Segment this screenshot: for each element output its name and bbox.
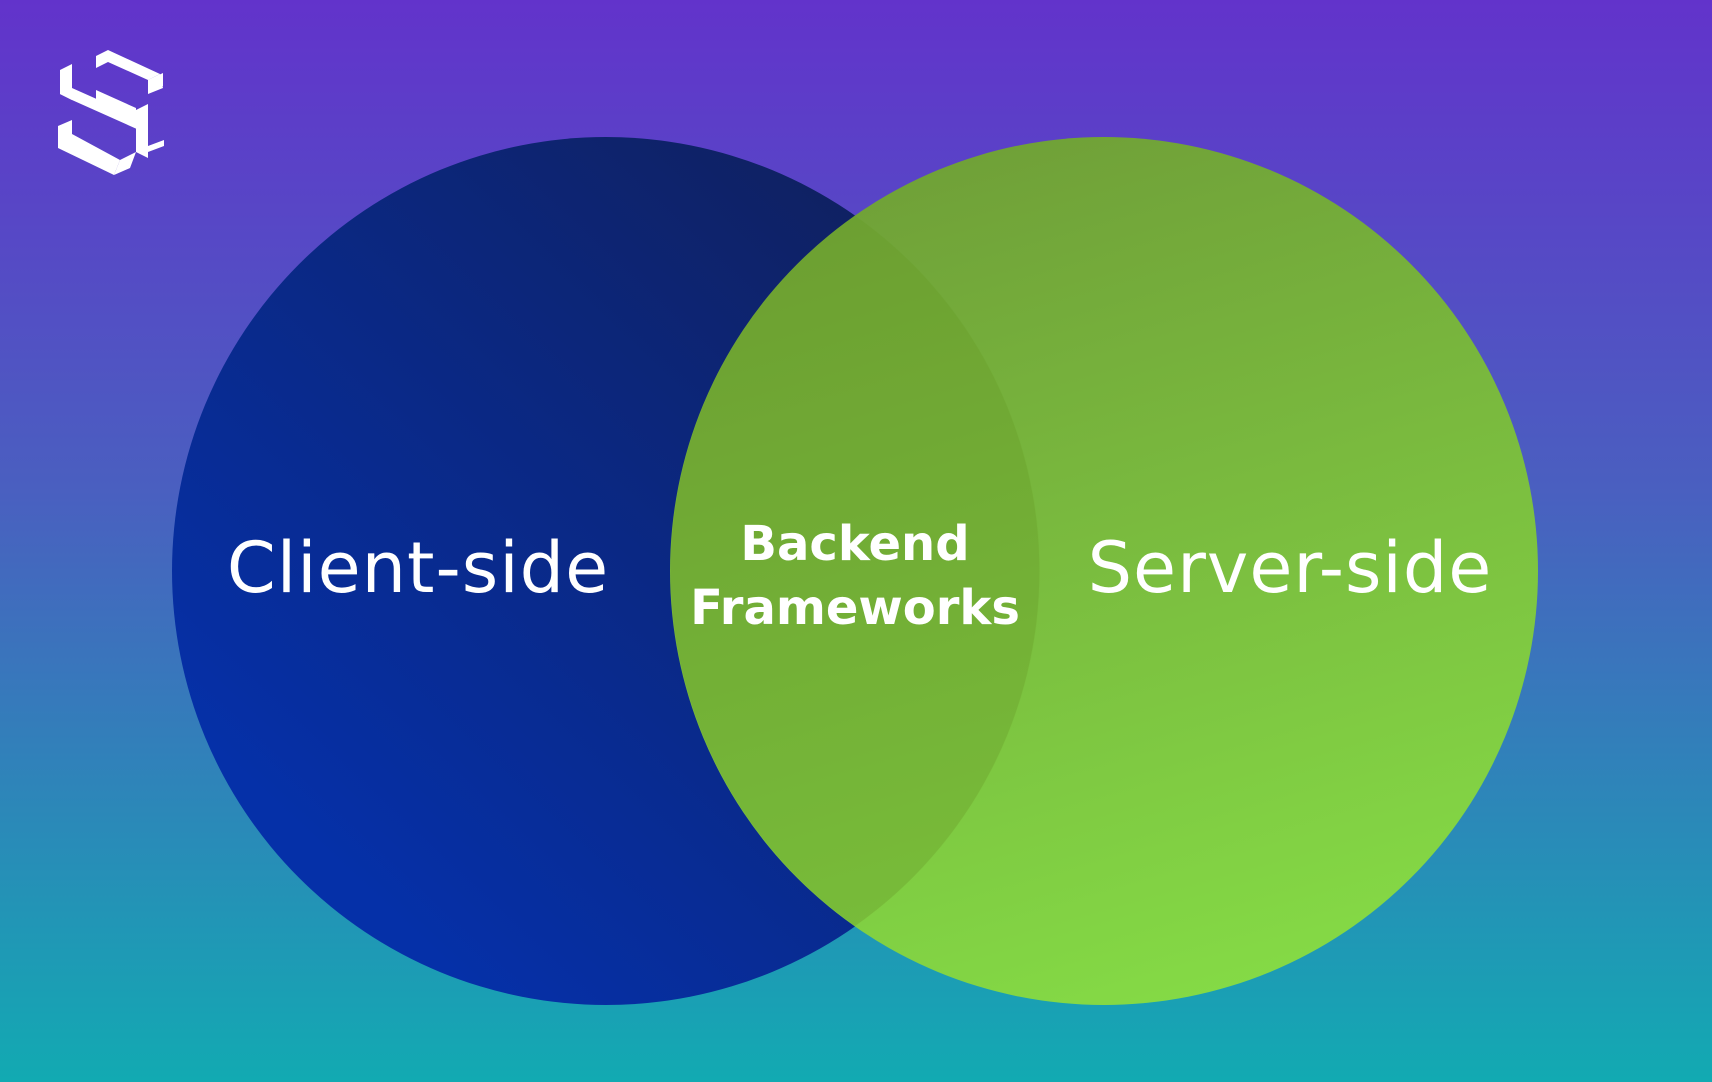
overlap-label-line2: Frameworks [690,580,1020,636]
overlap-label-line1: Backend [740,516,970,572]
overlap-label: Backend Frameworks [670,512,1040,640]
client-side-label: Client-side [226,527,610,609]
server-side-circle [670,137,1538,1005]
server-side-label: Server-side [1087,527,1493,609]
overlap-region-shade [670,216,1040,926]
s-logo-icon [58,50,164,175]
